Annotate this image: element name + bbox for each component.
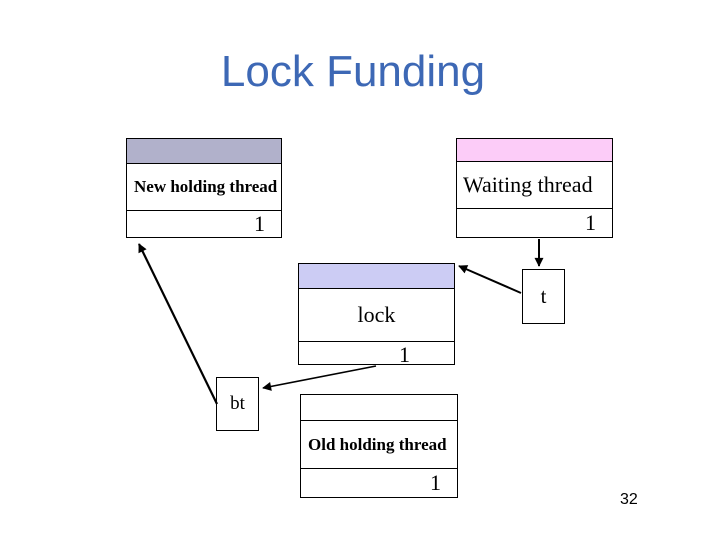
arrow-lock-value-to-bt <box>262 365 377 391</box>
arrow-t-to-lock <box>458 265 522 294</box>
t-label: t <box>540 284 547 308</box>
bt-label: bt <box>230 393 245 414</box>
waiting-thread-value: 1 <box>585 210 596 235</box>
lock-label: lock <box>299 289 454 342</box>
lock-value: 1 <box>399 342 410 367</box>
waiting-thread-header <box>457 139 612 162</box>
arrow-bt-to-new-holding-thread <box>138 243 218 405</box>
new-holding-thread-label: New holding thread <box>127 164 281 211</box>
new-holding-thread-value: 1 <box>254 211 265 236</box>
lock-header <box>299 264 454 289</box>
lock-box: lock 1 <box>298 263 455 367</box>
old-holding-thread-box: Old holding thread 1 <box>300 394 458 498</box>
new-holding-thread-box: New holding thread 1 <box>126 138 282 238</box>
old-holding-thread-label: Old holding thread <box>301 421 457 469</box>
new-holding-thread-header <box>127 139 281 164</box>
old-holding-thread-value: 1 <box>430 470 441 495</box>
waiting-thread-label: Waiting thread <box>457 162 612 209</box>
t-box: t <box>522 269 565 324</box>
page-number: 32 <box>620 491 638 508</box>
slide-title: Lock Funding <box>220 47 486 96</box>
old-holding-thread-header <box>301 395 457 421</box>
waiting-thread-box: Waiting thread 1 <box>456 138 613 238</box>
bt-box: bt <box>216 377 259 431</box>
